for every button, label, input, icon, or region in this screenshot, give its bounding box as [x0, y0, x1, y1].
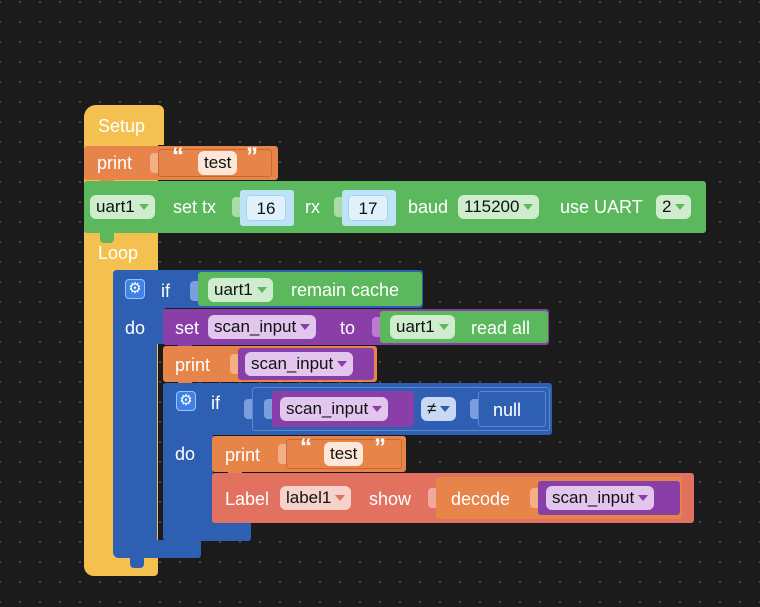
uart-setup-block-tab	[100, 233, 114, 243]
chevron-down-icon	[638, 495, 649, 501]
operator-value: ≠	[427, 399, 437, 418]
input-notch	[334, 197, 342, 217]
if-block-1-tab	[130, 558, 144, 568]
quote-close: ”	[246, 143, 258, 170]
setup-label: Setup	[98, 116, 146, 136]
print-label-var: print	[175, 355, 211, 375]
set-tx-label: set tx	[173, 197, 217, 217]
quote-open: “	[300, 434, 312, 461]
label-target-value: label1	[286, 488, 332, 507]
remain-cache-label: remain cache	[291, 280, 400, 300]
input-notch	[150, 153, 158, 173]
input-notch	[230, 354, 238, 374]
variable-dropdown-set[interactable]: scan_input	[208, 315, 317, 339]
operator-dropdown[interactable]: ≠	[421, 397, 457, 421]
set-label: set	[175, 318, 200, 338]
rx-label: rx	[305, 197, 320, 217]
decode-label: decode	[451, 489, 511, 509]
if-label-1: if	[161, 281, 170, 301]
chevron-down-icon	[337, 361, 348, 367]
input-notch	[190, 281, 198, 301]
variable-value-set: scan_input	[214, 317, 297, 336]
variable-value-decode: scan_input	[552, 488, 635, 507]
string-field-nested[interactable]: test	[324, 442, 364, 466]
input-notch	[372, 317, 380, 337]
if-label-2: if	[211, 393, 220, 413]
rx-number-field[interactable]: 17	[348, 195, 388, 221]
if-block-2-bottom	[163, 521, 251, 541]
print-label-setup: print	[97, 153, 133, 173]
variable-dropdown-print[interactable]: scan_input	[245, 352, 354, 376]
uart-device-value-if: uart1	[214, 280, 253, 299]
chevron-down-icon	[256, 287, 267, 293]
quote-open: “	[172, 143, 184, 170]
input-notch	[470, 399, 478, 419]
setup-hat	[84, 105, 164, 145]
null-block	[478, 391, 546, 427]
chevron-down-icon	[138, 204, 149, 210]
baud-dropdown[interactable]: 115200	[458, 195, 540, 219]
uart-number-value: 2	[662, 197, 672, 216]
baud-value: 115200	[464, 197, 520, 216]
variable-dropdown-decode[interactable]: scan_input	[546, 486, 655, 510]
read-all-label: read all	[471, 318, 531, 338]
to-label: to	[340, 318, 356, 338]
chevron-down-icon	[335, 495, 346, 501]
uart-device-value: uart1	[96, 197, 135, 216]
quote-close: ”	[374, 434, 386, 461]
use-uart-label: use UART	[560, 197, 643, 217]
chevron-down-icon	[438, 324, 449, 330]
chevron-down-icon	[675, 204, 686, 210]
if-block-1-do-row	[113, 308, 165, 344]
print-label-nested: print	[225, 445, 261, 465]
gear-icon[interactable]: ⚙	[176, 391, 196, 411]
label-target-dropdown[interactable]: label1	[280, 486, 352, 510]
uart-device-dropdown[interactable]: uart1	[90, 195, 155, 219]
input-notch	[244, 399, 252, 419]
chevron-down-icon	[372, 406, 383, 412]
null-label: null	[493, 400, 522, 420]
variable-dropdown-compare[interactable]: scan_input	[280, 397, 389, 421]
input-notch	[264, 399, 272, 419]
input-notch	[232, 197, 240, 217]
label-keyword: Label	[225, 489, 270, 509]
input-notch	[428, 488, 436, 508]
show-label: show	[369, 489, 412, 509]
loop-label: Loop	[98, 243, 139, 263]
input-notch	[278, 444, 286, 464]
uart-device-dropdown-if[interactable]: uart1	[208, 278, 273, 302]
do-label-1: do	[125, 318, 146, 338]
variable-value-print: scan_input	[251, 354, 334, 373]
chevron-down-icon	[523, 204, 534, 210]
uart-number-dropdown[interactable]: 2	[656, 195, 692, 219]
string-field-setup[interactable]: test	[198, 151, 238, 175]
chevron-down-icon	[440, 406, 451, 412]
input-notch	[530, 488, 538, 508]
if-block-2-tab	[178, 541, 192, 551]
uart-device-dropdown-read[interactable]: uart1	[390, 315, 455, 339]
chevron-down-icon	[300, 324, 311, 330]
tx-number-field[interactable]: 16	[246, 195, 286, 221]
baud-label: baud	[408, 197, 449, 217]
uart-device-value-read: uart1	[396, 317, 435, 336]
variable-value-compare: scan_input	[286, 399, 369, 418]
gear-icon[interactable]: ⚙	[125, 279, 145, 299]
do-label-2: do	[175, 444, 196, 464]
